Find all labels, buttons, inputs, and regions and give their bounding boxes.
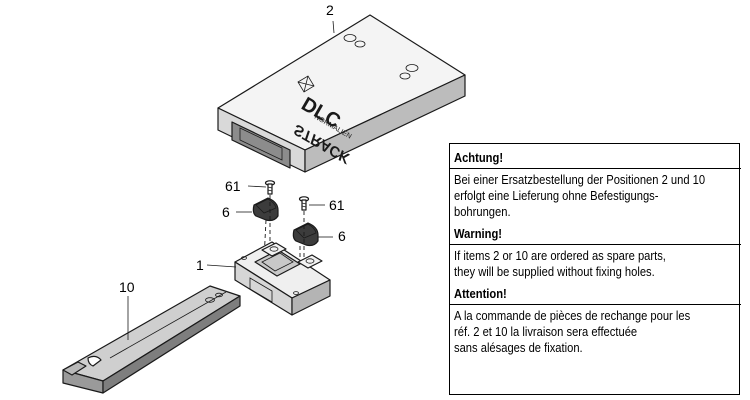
spare-parts-notice-box: Achtung! Bei einer Ersatzbestellung der … bbox=[449, 143, 741, 395]
notice-line: A la commande de pièces de rechange pour… bbox=[454, 308, 691, 323]
notice-heading-english: Warning! bbox=[454, 226, 503, 241]
callout-part-2: 2 bbox=[326, 2, 334, 18]
cover-plate-part-2: DLC STRACK NORMALIEN bbox=[217, 14, 466, 173]
notice-section-english: Warning! If items 2 or 10 are ordered as… bbox=[450, 226, 741, 280]
callout-part-61-right: 61 bbox=[329, 197, 345, 213]
screw-part-61-right bbox=[298, 196, 310, 211]
notice-section-french: Attention! A la commande de pièces de re… bbox=[450, 286, 741, 356]
notice-line: bohrungen. bbox=[454, 204, 511, 219]
divider bbox=[450, 304, 741, 305]
callout-part-10: 10 bbox=[119, 279, 135, 295]
callout-part-6-right: 6 bbox=[338, 228, 346, 244]
callout-part-61-left: 61 bbox=[225, 178, 241, 194]
screw-part-61-left bbox=[264, 180, 276, 195]
notice-line: Bei einer Ersatzbestellung der Positione… bbox=[454, 172, 706, 187]
leader-line-part-2 bbox=[332, 20, 335, 34]
notice-line: If items 2 or 10 are ordered as spare pa… bbox=[454, 248, 666, 263]
notice-heading-german: Achtung! bbox=[454, 150, 504, 165]
notice-heading-french: Attention! bbox=[454, 286, 507, 301]
notice-line: they will be supplied without fixing hol… bbox=[454, 264, 655, 279]
dlc-diamond-emblem bbox=[297, 75, 315, 93]
insert-part-6-left bbox=[252, 197, 279, 222]
notice-line: sans alésages de fixation. bbox=[454, 340, 583, 355]
divider bbox=[450, 168, 741, 169]
guide-block-part-1 bbox=[234, 241, 331, 316]
assembly-dashed-lines bbox=[263, 195, 305, 270]
insert-part-6-right bbox=[292, 222, 319, 247]
mounting-holes bbox=[343, 34, 419, 80]
notice-line: réf. 2 et 10 la livraison sera effectuée bbox=[454, 324, 638, 339]
divider bbox=[450, 244, 741, 245]
callout-part-1: 1 bbox=[196, 257, 204, 273]
notice-section-german: Achtung! Bei einer Ersatzbestellung der … bbox=[450, 150, 741, 220]
slide-bar-part-10 bbox=[62, 285, 241, 394]
notice-line: erfolgt eine Lieferung ohne Befestigungs… bbox=[454, 188, 659, 203]
callout-part-6-left: 6 bbox=[222, 204, 230, 220]
leader-line-part-1 bbox=[206, 264, 237, 268]
leader-line-61-left bbox=[247, 185, 267, 188]
